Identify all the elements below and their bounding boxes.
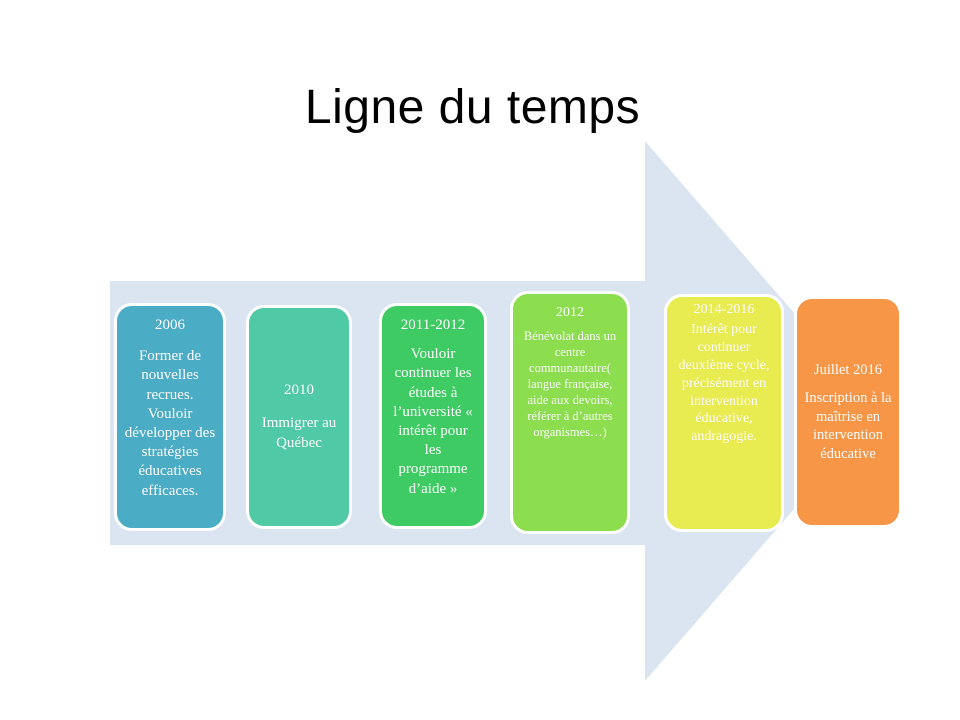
timeline-item-text: Bénévolat dans un centre communautaire( … (523, 328, 617, 439)
timeline-item-text: Immigrer au Québec (261, 415, 337, 451)
timeline-item-2012: 2012 Bénévolat dans un centre communauta… (510, 291, 630, 534)
timeline-item-2011-2012: 2011-2012 Vouloir continuer les études à… (379, 303, 487, 529)
timeline-item-date: 2006 (155, 317, 185, 333)
timeline-item-text: Former de nouvelles recrues. Vouloir dév… (124, 348, 216, 499)
timeline-item-2006: 2006 Former de nouvelles recrues. Vouloi… (114, 303, 226, 531)
timeline-item-juillet-2016: Juillet 2016 Inscription à la maîtrise e… (794, 296, 902, 528)
slide-title: Ligne du temps (304, 81, 641, 134)
timeline-item-date: 2012 (556, 305, 584, 320)
timeline-item-date: Juillet 2016 (813, 361, 883, 378)
timeline-item-date: 2014-2016 (693, 302, 755, 317)
timeline-item-text: Inscription à la maîtrise en interventio… (804, 390, 892, 462)
timeline-item-2010: 2010 Immigrer au Québec (246, 305, 352, 529)
timeline-item-date: 2010 (284, 382, 314, 399)
timeline-item-text: Vouloir continuer les études à l’univers… (393, 346, 473, 497)
timeline-item-2014-2016: 2014-2016 Intérêt pour continuer deuxièm… (664, 294, 784, 532)
timeline-item-text: Intérêt pour continuer deuxième cycle, p… (678, 321, 770, 445)
timeline-item-date: 2011-2012 (400, 317, 466, 333)
